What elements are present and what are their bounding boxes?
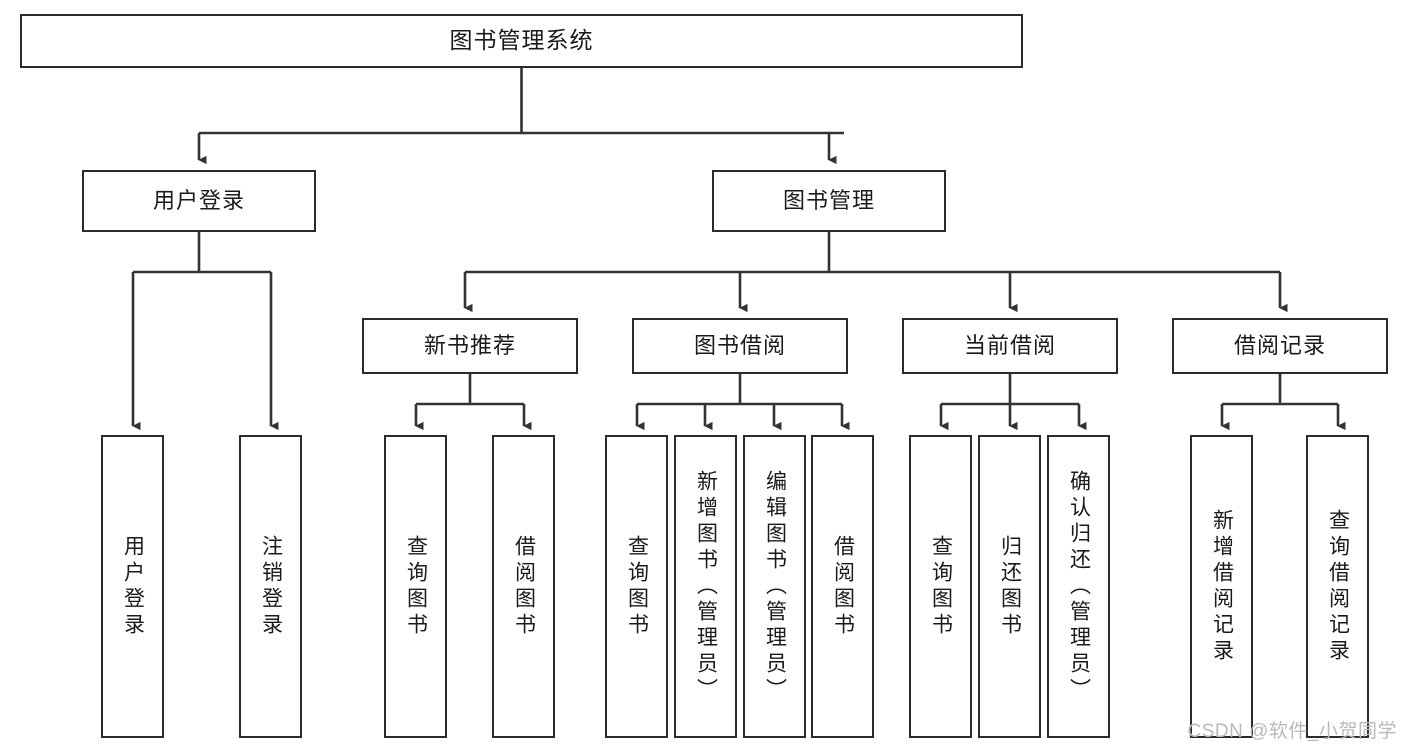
node-label: 当前借阅 xyxy=(963,332,1056,358)
node-leaf-query-book-3[interactable]: 查询图书 xyxy=(909,435,972,738)
node-label: 借阅记录 xyxy=(1233,332,1326,358)
node-leaf-query-record[interactable]: 查询借阅记录 xyxy=(1306,435,1369,738)
node-label: 归还图书 xyxy=(998,534,1022,639)
node-label: 图书借阅 xyxy=(693,332,786,358)
node-label: 新增借阅记录 xyxy=(1210,508,1234,665)
node-current-borrow[interactable]: 当前借阅 xyxy=(902,318,1118,374)
node-label: 查询图书 xyxy=(404,534,428,639)
node-leaf-borrow-book-2[interactable]: 借阅图书 xyxy=(811,435,874,738)
node-new-book-recommend[interactable]: 新书推荐 xyxy=(362,318,578,374)
node-leaf-confirm-return[interactable]: 确认归还（管理员） xyxy=(1047,435,1110,738)
node-label: 图书管理系统 xyxy=(449,27,594,54)
node-leaf-query-book-2[interactable]: 查询图书 xyxy=(605,435,668,738)
node-leaf-borrow-book-1[interactable]: 借阅图书 xyxy=(492,435,555,738)
node-leaf-add-record[interactable]: 新增借阅记录 xyxy=(1190,435,1253,738)
node-leaf-user-logout[interactable]: 注销登录 xyxy=(239,435,302,738)
node-leaf-edit-book[interactable]: 编辑图书（管理员） xyxy=(743,435,806,738)
watermark-text: CSDN @软件_小贺同学 xyxy=(1187,721,1397,742)
node-label: 新增图书（管理员） xyxy=(694,469,718,704)
node-leaf-add-book[interactable]: 新增图书（管理员） xyxy=(674,435,737,738)
node-borrow-record[interactable]: 借阅记录 xyxy=(1172,318,1388,374)
node-label: 查询图书 xyxy=(625,534,649,639)
node-leaf-return-book[interactable]: 归还图书 xyxy=(978,435,1041,738)
node-leaf-query-book-1[interactable]: 查询图书 xyxy=(384,435,447,738)
node-leaf-user-login[interactable]: 用户登录 xyxy=(101,435,164,738)
node-root-system[interactable]: 图书管理系统 xyxy=(20,14,1023,68)
node-label: 新书推荐 xyxy=(423,332,516,358)
node-book-borrow[interactable]: 图书借阅 xyxy=(632,318,848,374)
node-label: 借阅图书 xyxy=(831,534,855,639)
node-label: 用户登录 xyxy=(121,534,145,639)
node-user-login[interactable]: 用户登录 xyxy=(82,170,316,232)
node-label: 确认归还（管理员） xyxy=(1067,469,1091,704)
node-label: 用户登录 xyxy=(152,187,245,213)
node-label: 借阅图书 xyxy=(512,534,536,639)
node-label: 图书管理 xyxy=(782,187,875,213)
node-label: 查询借阅记录 xyxy=(1326,508,1350,665)
node-label: 注销登录 xyxy=(259,534,283,639)
node-label: 编辑图书（管理员） xyxy=(763,469,787,704)
node-book-manage[interactable]: 图书管理 xyxy=(712,170,946,232)
node-label: 查询图书 xyxy=(929,534,953,639)
